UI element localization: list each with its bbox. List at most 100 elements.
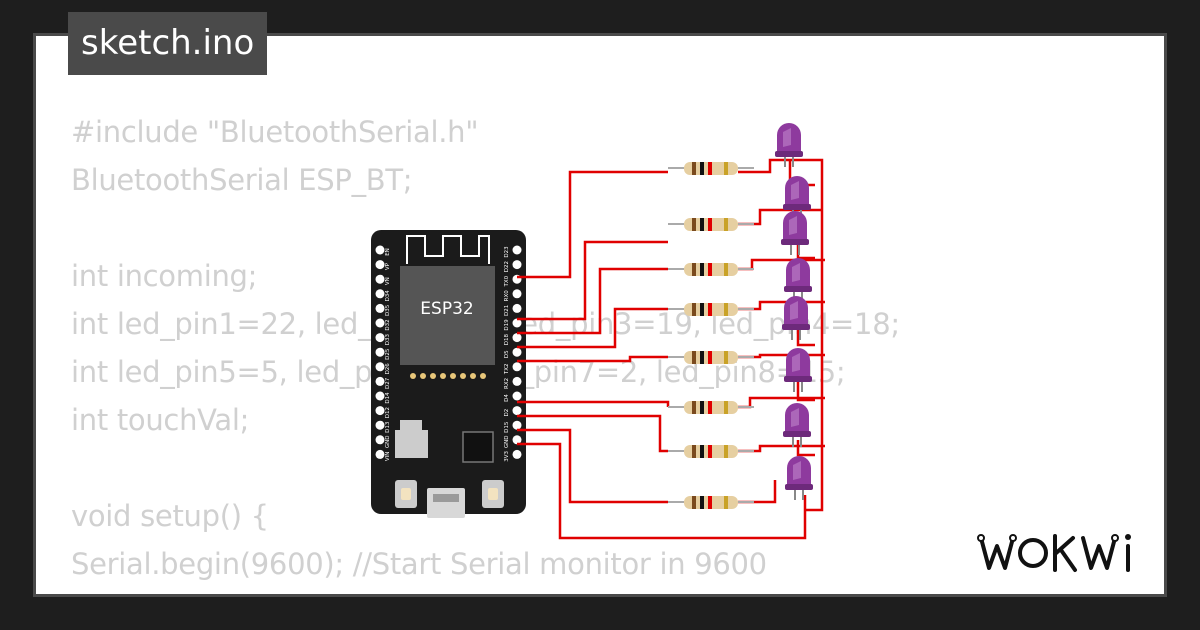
pin-label: D5 (504, 350, 510, 358)
wire[interactable] (517, 170, 668, 279)
pin-hole[interactable] (375, 435, 385, 445)
pin-hole[interactable] (375, 260, 385, 270)
pin-hole[interactable] (512, 245, 522, 255)
pin-hole[interactable] (512, 362, 522, 372)
pin-label: D33 (385, 333, 391, 345)
wire[interactable] (517, 267, 668, 335)
wire[interactable] (738, 300, 825, 311)
wire[interactable] (517, 414, 668, 453)
resistor[interactable] (668, 445, 754, 458)
en-button-cap (401, 488, 411, 500)
pin-hole[interactable] (375, 406, 385, 416)
pin-label: D21 (504, 305, 510, 316)
led[interactable] (782, 296, 810, 340)
pin-hole[interactable] (512, 289, 522, 299)
led[interactable] (785, 456, 813, 500)
pin-label: D15 (504, 421, 510, 433)
pin-label: D2 (504, 409, 510, 417)
wires (517, 158, 825, 540)
resistor[interactable] (668, 351, 754, 364)
resistor[interactable] (668, 218, 754, 231)
resistor[interactable] (668, 401, 754, 414)
led[interactable] (784, 348, 812, 392)
wire[interactable] (517, 240, 668, 321)
pin-hole[interactable] (512, 318, 522, 328)
pin-label: EN (385, 248, 391, 256)
resistor[interactable] (668, 263, 754, 276)
wire[interactable] (738, 258, 825, 271)
pin-hole[interactable] (375, 376, 385, 386)
pin-label: VN (385, 277, 391, 285)
pin-hole[interactable] (512, 347, 522, 357)
chip-label: ESP32 (420, 299, 473, 319)
pin-hole[interactable] (375, 303, 385, 313)
pin-label: D12 (385, 407, 391, 418)
pin-label: D26 (385, 363, 391, 375)
pin-hole[interactable] (375, 245, 385, 255)
wire[interactable] (738, 208, 822, 226)
pin-hole[interactable] (512, 260, 522, 270)
wire[interactable] (517, 442, 807, 540)
led[interactable] (784, 258, 812, 302)
pin-hole[interactable] (375, 289, 385, 299)
code-line: #include "BluetoothSerial.h" (71, 115, 479, 149)
antenna-trace (406, 235, 490, 264)
wire[interactable] (517, 400, 670, 407)
pad (440, 373, 446, 379)
code-line: void setup() { (71, 499, 269, 533)
pin-label: TX2 (504, 363, 510, 375)
pin-hole[interactable] (375, 362, 385, 372)
wire[interactable] (517, 428, 668, 504)
led[interactable] (783, 176, 811, 220)
wire[interactable] (738, 480, 777, 504)
wire[interactable] (796, 440, 815, 457)
pin-label: D23 (504, 246, 510, 258)
leds (775, 123, 813, 500)
resistor[interactable] (668, 496, 754, 509)
file-tab[interactable]: sketch.ino (68, 12, 268, 75)
pin-label: D35 (385, 304, 391, 316)
pin-hole[interactable] (512, 420, 522, 430)
pin-label: D34 (385, 290, 391, 302)
resistors (668, 162, 754, 509)
pin-hole[interactable] (512, 333, 522, 343)
wire[interactable] (796, 375, 815, 402)
pin-hole[interactable] (375, 274, 385, 284)
regulator-tab (400, 420, 422, 430)
esp32-board[interactable]: ESP32 ENVPVND34D35D32D33D25D26D27D14D12D… (371, 230, 526, 518)
pin-label: D19 (504, 319, 510, 331)
pad (450, 373, 456, 379)
led[interactable] (775, 123, 803, 167)
resistor[interactable] (668, 162, 754, 175)
resistor[interactable] (668, 303, 754, 316)
pin-hole[interactable] (375, 347, 385, 357)
pin-hole[interactable] (512, 391, 522, 401)
pin-hole[interactable] (375, 333, 385, 343)
pin-hole[interactable] (512, 303, 522, 313)
pin-holes (375, 245, 522, 459)
boot-button-cap (488, 488, 498, 500)
pin-hole[interactable] (512, 449, 522, 459)
pin-hole[interactable] (375, 449, 385, 459)
wire[interactable] (517, 355, 668, 363)
wire[interactable] (517, 307, 668, 349)
pin-hole[interactable] (512, 406, 522, 416)
led[interactable] (781, 211, 809, 255)
pad (470, 373, 476, 379)
pin-hole[interactable] (512, 435, 522, 445)
pad (420, 373, 426, 379)
led[interactable] (783, 403, 811, 447)
pin-hole[interactable] (512, 376, 522, 386)
pin-hole[interactable] (375, 318, 385, 328)
pad (460, 373, 466, 379)
pin-label: D18 (504, 333, 510, 345)
pin-label: VP (385, 262, 391, 270)
code-line: int touchVal; (71, 403, 250, 437)
wire[interactable] (738, 158, 824, 512)
code-line: int incoming; (71, 259, 258, 293)
wokwi-logo (977, 534, 1131, 572)
pin-hole[interactable] (375, 420, 385, 430)
pin-hole[interactable] (375, 391, 385, 401)
pad (430, 373, 436, 379)
